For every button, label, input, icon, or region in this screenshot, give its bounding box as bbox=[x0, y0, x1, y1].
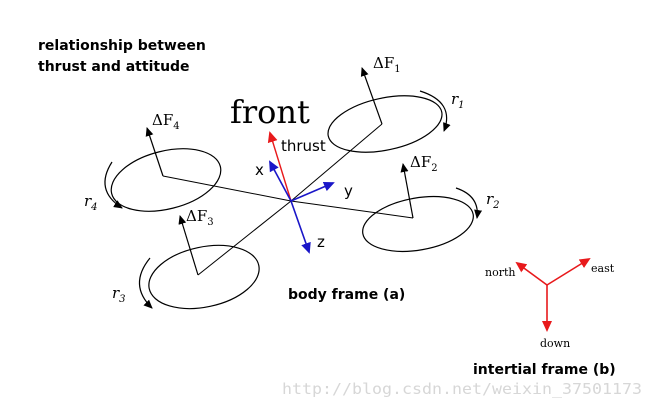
rotor-3-disc bbox=[148, 244, 260, 310]
thrust-label: thrust bbox=[281, 137, 326, 155]
inertial-frame: north east down bbox=[485, 257, 615, 350]
rotor-1-force-arrow bbox=[360, 67, 383, 125]
rotor-3-force-label: ΔF3 bbox=[186, 207, 214, 228]
rotor-4: ΔF4 r4 bbox=[84, 111, 222, 213]
rotor-1-moment-arrow bbox=[419, 90, 451, 132]
thrust-arrow bbox=[267, 131, 292, 202]
rotor-2: ΔF2 r2 bbox=[362, 153, 500, 252]
z-axis-arrow bbox=[290, 200, 311, 254]
x-axis-arrow bbox=[269, 160, 292, 202]
rotor-4-force-label: ΔF4 bbox=[152, 111, 180, 132]
title-line-2: thrust and attitude bbox=[38, 59, 190, 75]
body-frame-caption: body frame (a) bbox=[288, 287, 405, 303]
rotor-3-force-arrow bbox=[178, 215, 199, 276]
rotor-1-moment-label: r1 bbox=[451, 90, 465, 111]
down-label: down bbox=[540, 337, 570, 350]
rotor-1-disc bbox=[327, 95, 443, 153]
title-line-1: relationship between bbox=[38, 38, 206, 54]
rotor-2-disc bbox=[362, 196, 474, 252]
y-axis-arrow bbox=[290, 181, 335, 202]
arm-2 bbox=[290, 200, 414, 219]
north-arrow bbox=[515, 261, 548, 286]
arm-4 bbox=[162, 175, 292, 202]
rotor-4-disc bbox=[110, 148, 222, 212]
body-frame-axes: thrust x y z bbox=[255, 131, 353, 254]
rotor-1-force-label: ΔF1 bbox=[373, 54, 401, 75]
y-axis-label: y bbox=[344, 182, 353, 200]
front-label: front bbox=[230, 93, 310, 131]
z-axis-label: z bbox=[317, 233, 325, 251]
north-label: north bbox=[485, 266, 515, 279]
x-axis-label: x bbox=[255, 161, 264, 179]
rotor-3-moment-label: r3 bbox=[112, 284, 126, 305]
rotor-2-force-arrow bbox=[400, 163, 414, 219]
arm-1 bbox=[290, 123, 383, 202]
rotor-3: ΔF3 r3 bbox=[112, 207, 260, 310]
rotor-3-moment-arrow bbox=[138, 257, 153, 309]
rotor-2-moment-arrow bbox=[455, 187, 483, 219]
inertial-frame-caption: intertial frame (b) bbox=[473, 362, 616, 378]
rotor-1: ΔF1 r1 bbox=[327, 54, 465, 153]
arm-3 bbox=[197, 200, 292, 276]
rotor-4-moment-label: r4 bbox=[84, 192, 98, 213]
rotor-4-moment-arrow bbox=[104, 161, 123, 209]
rotor-4-force-arrow bbox=[145, 127, 164, 177]
watermark: http://blog.csdn.net/weixin_37501173 bbox=[282, 380, 642, 398]
rotor-2-moment-label: r2 bbox=[486, 190, 500, 211]
east-arrow bbox=[546, 257, 591, 286]
east-label: east bbox=[591, 262, 615, 275]
rotor-2-force-label: ΔF2 bbox=[410, 153, 438, 174]
